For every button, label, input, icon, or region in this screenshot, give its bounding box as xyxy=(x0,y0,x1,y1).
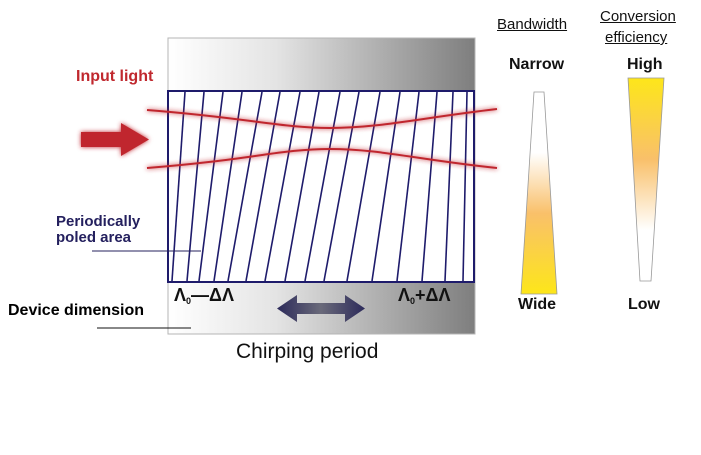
chirping-period-label: Chirping period xyxy=(236,340,379,363)
grating-line xyxy=(444,91,454,282)
beam-lower-edge xyxy=(146,147,498,169)
beam-upper-edge xyxy=(146,108,498,130)
grating-line xyxy=(421,91,438,282)
grating-line xyxy=(462,91,468,282)
double-arrow-icon xyxy=(277,295,365,322)
device-dimension-label: Device dimension xyxy=(8,302,145,319)
right-arrow-icon xyxy=(81,123,149,156)
grating-line xyxy=(227,91,263,282)
bandwidth-bottom-label: Wide xyxy=(518,296,557,313)
grating-line xyxy=(396,91,420,282)
periodically-poled-line2: poled area xyxy=(56,229,132,246)
grating-line xyxy=(213,91,243,282)
grating-line xyxy=(186,91,205,282)
grating-line xyxy=(171,91,186,282)
poled-area xyxy=(167,90,475,283)
lambda-symbol: Λ xyxy=(174,285,187,305)
periodically-poled-label: Periodically poled area xyxy=(56,214,140,246)
grating-line xyxy=(284,91,320,282)
periodically-poled-line1: Periodically xyxy=(56,213,141,230)
grating-line xyxy=(198,91,224,282)
grating-line xyxy=(323,91,360,282)
lambda-subscript: 0 xyxy=(186,296,192,306)
bandwidth-top-label: Narrow xyxy=(509,56,565,73)
efficiency-top-label: High xyxy=(627,56,663,73)
lambda-delta: +ΔΛ xyxy=(415,285,451,305)
efficiency-heading-line2: efficiency xyxy=(605,29,668,46)
efficiency-heading-line1: Conversion xyxy=(600,8,676,25)
bandwidth-gauge xyxy=(520,91,558,295)
lambda-min-label: Λ0—ΔΛ xyxy=(174,285,234,306)
beam xyxy=(146,108,498,169)
input-light-label: Input light xyxy=(76,68,154,85)
grating-line xyxy=(346,91,381,282)
lambda-max-label: Λ0+ΔΛ xyxy=(398,285,451,306)
lambda-symbol: Λ xyxy=(398,285,411,305)
bandwidth-heading: Bandwidth xyxy=(497,16,568,33)
grating-line xyxy=(304,91,341,282)
lambda-delta: —ΔΛ xyxy=(191,285,234,305)
efficiency-bottom-label: Low xyxy=(628,296,660,313)
grating-line xyxy=(264,91,301,282)
efficiency-gauge xyxy=(627,77,665,282)
lambda-subscript: 0 xyxy=(410,296,416,306)
